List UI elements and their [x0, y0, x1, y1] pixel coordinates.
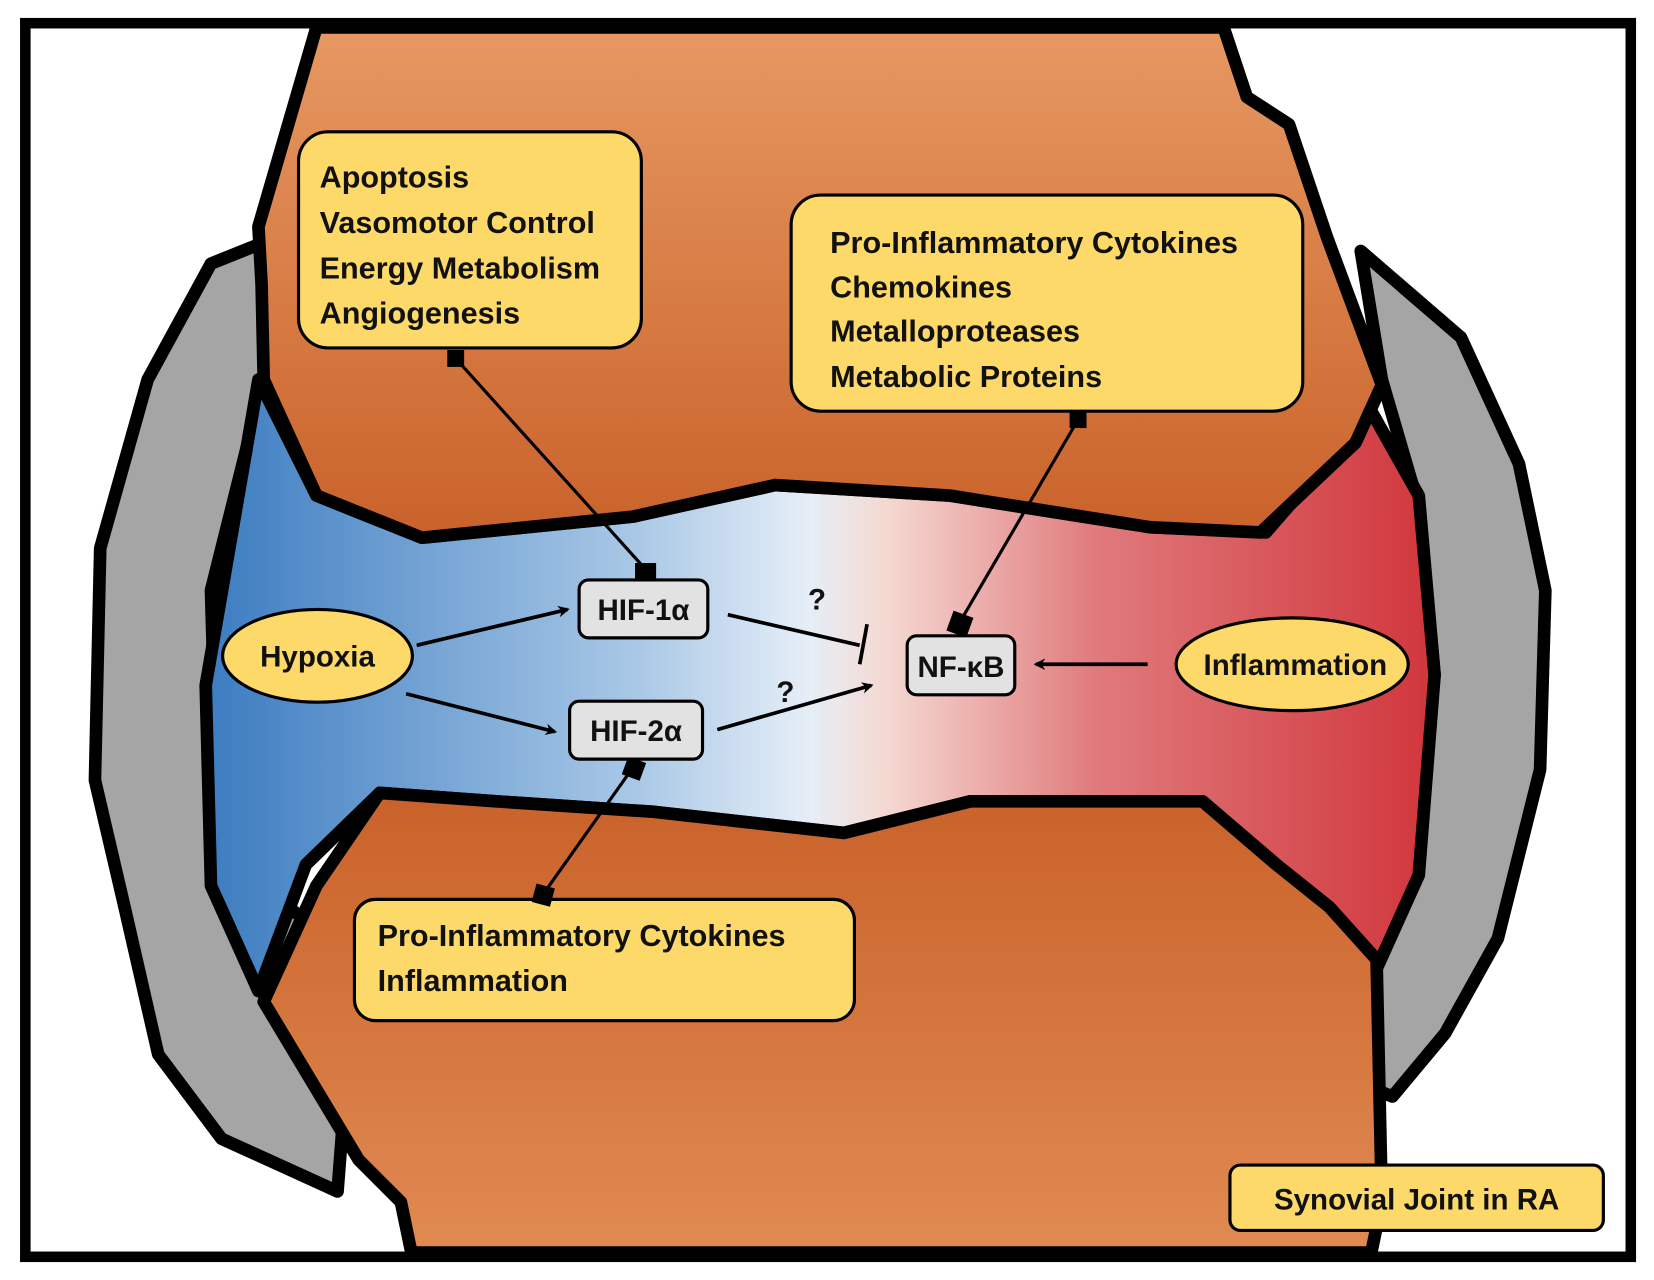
question-mark-hif1a: ? — [808, 583, 826, 616]
arrow-hypoxia-hif1a — [416, 605, 570, 648]
hif2a-node: HIF-2α — [568, 699, 705, 761]
hypoxia-label: Hypoxia — [260, 640, 375, 673]
nfkb-target-metabolic: Metabolic Proteins — [830, 360, 1102, 394]
hif2a-targets-box: Pro-Inflammatory Cytokines Inflammation — [352, 897, 857, 1023]
figure-title: Synovial Joint in RA — [1274, 1183, 1559, 1216]
hif1a-target-energy: Energy Metabolism — [320, 251, 600, 285]
connector-hif1a-targets — [447, 350, 657, 583]
hif1a-targets-box: Apoptosis Vasomotor Control Energy Metab… — [296, 130, 643, 350]
connector-nfkb-targets — [946, 411, 1087, 638]
arrow-hypoxia-hif2a — [405, 691, 558, 736]
hif1a-target-angiogenesis: Angiogenesis — [320, 297, 521, 331]
nfkb-targets-box: Pro-Inflammatory Cytokines Chemokines Me… — [789, 193, 1305, 413]
inflammation-node: Inflammation — [1174, 616, 1410, 713]
nfkb-node: NF-κB — [905, 634, 1017, 697]
connector-hif2a-targets — [531, 756, 647, 907]
nfkb-target-chemokines: Chemokines — [830, 270, 1012, 304]
hif2a-target-inflammation: Inflammation — [378, 964, 568, 998]
inflammation-label: Inflammation — [1203, 649, 1387, 682]
arrow-hif2a-nfkb — [716, 682, 874, 732]
hypoxia-node: Hypoxia — [220, 607, 415, 704]
hif1a-label: HIF-1α — [597, 594, 689, 627]
hif1a-target-vasomotor: Vasomotor Control — [320, 206, 595, 240]
hif1a-target-apoptosis: Apoptosis — [320, 161, 470, 195]
hif2a-target-cytokines: Pro-Inflammatory Cytokines — [378, 919, 786, 953]
inhibition-hif1a-nfkb — [727, 612, 869, 665]
nfkb-label: NF-κB — [917, 651, 1004, 684]
lower-bone — [257, 786, 1389, 1259]
figure-title-box: Synovial Joint in RA — [1228, 1163, 1605, 1233]
nfkb-target-cytokines: Pro-Inflammatory Cytokines — [830, 226, 1238, 260]
question-mark-hif2a: ? — [776, 676, 794, 709]
hif1a-node: HIF-1α — [577, 578, 710, 640]
nfkb-target-metalloproteases: Metalloproteases — [830, 315, 1080, 349]
hif2a-label: HIF-2α — [590, 715, 682, 748]
